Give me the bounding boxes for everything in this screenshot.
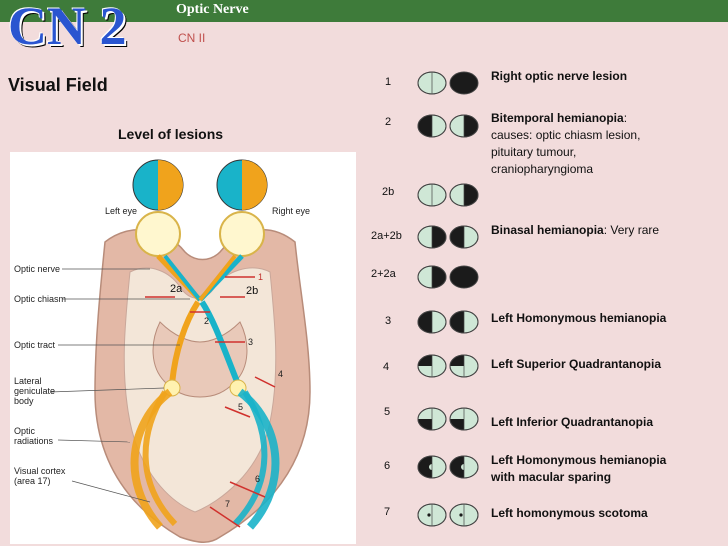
lesion-6-label: 6 [255, 474, 260, 484]
visual-field-pair [417, 455, 479, 479]
field-title: Left Homonymous hemianopia [491, 453, 667, 467]
lesion-2a-callout: 2a [170, 283, 183, 295]
optic-chiasm-label: Optic chiasm [14, 294, 66, 304]
optic-tract-label: Optic tract [14, 340, 56, 350]
field-description: Left Homonymous hemianopia [491, 310, 723, 327]
field-description: Right optic nerve lesion [491, 68, 723, 85]
field-number: 2 [385, 116, 392, 128]
visual-field-pair [417, 114, 479, 138]
field-detail: with macular sparing [491, 470, 612, 484]
radiations-label-1: Optic [14, 426, 36, 436]
field-note: : [623, 111, 628, 125]
lesion-4-marker [254, 376, 276, 388]
visual-field-pair [417, 310, 479, 334]
field-number: 2b [382, 186, 395, 198]
page-subsubtitle: CN II [178, 31, 206, 45]
field-number: 4 [383, 361, 390, 373]
right-eye-right-half [242, 160, 267, 210]
diagram-title: Level of lesions [118, 126, 224, 142]
left-eyeball [135, 211, 181, 257]
left-optic-nerve-nasal [163, 254, 202, 302]
field-title: Left homonymous scotoma [491, 506, 648, 520]
field-description: Binasal hemianopia: Very rare [491, 222, 723, 239]
field-detail: pituitary tumour, [491, 145, 577, 159]
field-description: Left Inferior Quadrantanopia [491, 414, 723, 431]
field-title: Right optic nerve lesion [491, 69, 628, 83]
field-title: Bitemporal hemianopia [491, 111, 624, 125]
field-detail: causes: optic chiasm lesion, [491, 128, 641, 142]
field-number: 2a+2b [371, 230, 402, 242]
right-eyeball [219, 211, 265, 257]
field-title: Left Superior Quadrantanopia [491, 357, 662, 371]
field-note: : Very rare [603, 223, 660, 237]
lesion-7-marker [209, 506, 241, 528]
cortex-label-1: Visual cortex [14, 466, 66, 476]
field-description: Left Homonymous hemianopia with macular s… [491, 452, 723, 486]
visual-pathway-diagram: Left eye Right eye Optic nerve Optic chi… [10, 152, 356, 544]
field-description: Left Superior Quadrantanopia [491, 356, 723, 373]
leader-lgb [49, 387, 165, 393]
field-description: Left homonymous scotoma [491, 505, 723, 522]
field-detail: craniopharyngioma [491, 162, 594, 176]
page-subtitle: Optic Nerve [176, 2, 249, 17]
right-optic-nerve-nasal [198, 254, 237, 302]
field-number: 2+2a [371, 268, 396, 280]
lesion-4-label: 4 [278, 369, 283, 379]
right-optic-tract [199, 300, 241, 386]
header-bar [0, 0, 728, 22]
cortex-label-2: (area 17) [14, 476, 51, 486]
section-title: Visual Field [8, 75, 108, 95]
visual-field-pair [417, 225, 479, 249]
lesion-7-label: 7 [225, 499, 230, 509]
leader-radiations [57, 439, 131, 443]
lesion-6-marker [229, 481, 266, 498]
radiations-label-2: radiations [14, 436, 54, 446]
field-title: Left Inferior Quadrantanopia [491, 415, 654, 429]
lesion-5-marker [224, 406, 251, 418]
lgb-label-1: Lateral [14, 376, 42, 386]
leader-cortex [71, 480, 151, 503]
lesion-3-label: 3 [248, 337, 253, 347]
visual-field-pair [417, 183, 479, 207]
visual-field-pair [417, 407, 479, 431]
right-radiations-upper [232, 390, 268, 527]
visual-field-pair [417, 503, 479, 527]
field-number: 6 [384, 460, 391, 472]
field-title: Binasal hemianopia [491, 223, 604, 237]
field-number: 7 [384, 506, 391, 518]
lesion-2b-callout: 2b [246, 285, 259, 297]
right-eye-label: Right eye [272, 206, 310, 216]
visual-field-pair [417, 71, 479, 95]
field-number: 3 [385, 315, 392, 327]
field-title: Left Homonymous hemianopia [491, 311, 667, 325]
lesion-5-label: 5 [238, 402, 243, 412]
field-number: 5 [384, 406, 391, 418]
left-radiations-upper [142, 390, 178, 527]
lesion-2-label: 2 [204, 316, 209, 326]
lgb-label-2: geniculate [14, 386, 55, 396]
field-number: 1 [385, 76, 392, 88]
left-eye-label: Left eye [105, 206, 137, 216]
field-description: Bitemporal hemianopia: causes: optic chia… [491, 110, 723, 178]
visual-field-pair [417, 354, 479, 378]
left-eye-right-half [158, 160, 183, 210]
visual-field-pair [417, 265, 479, 289]
left-optic-tract [169, 300, 201, 385]
optic-nerve-label: Optic nerve [14, 264, 60, 274]
lgb-label-3: body [14, 396, 34, 406]
lesion-1-label: 1 [258, 272, 263, 282]
page-title: CN 2 [8, 0, 127, 56]
